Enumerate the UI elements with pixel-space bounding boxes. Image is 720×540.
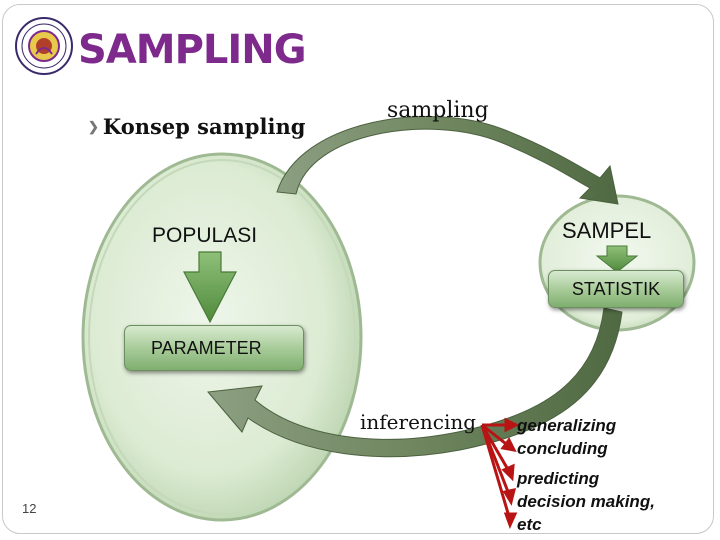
statistik-box: STATISTIK bbox=[548, 270, 684, 308]
inferencing-curve-arrow bbox=[207, 307, 623, 458]
outcome-decision-making: decision making, bbox=[517, 492, 655, 511]
outcomes-group-1: generalizing concluding bbox=[517, 414, 616, 460]
slide-title: SAMPLING bbox=[78, 27, 307, 73]
sampel-down-arrow bbox=[595, 245, 639, 273]
outcome-concluding: concluding bbox=[517, 439, 608, 458]
sampel-label: SAMPEL bbox=[562, 218, 652, 243]
inferencing-label: inferencing bbox=[360, 410, 477, 434]
outcome-predicting: predicting bbox=[517, 469, 600, 488]
university-logo bbox=[15, 17, 73, 75]
population-circle-rim bbox=[88, 159, 356, 515]
statistik-label: STATISTIK bbox=[571, 278, 661, 299]
populasi-label: POPULASI bbox=[152, 224, 258, 247]
bullet-text: Konsep sampling bbox=[102, 114, 306, 139]
parameter-label: PARAMETER bbox=[151, 337, 262, 358]
outcome-etc: etc bbox=[517, 515, 542, 534]
slide-frame bbox=[2, 4, 714, 534]
sampling-label: sampling bbox=[387, 98, 489, 123]
bullet-konsep-sampling: ❯Konsep sampling bbox=[88, 114, 305, 139]
parameter-box: PARAMETER bbox=[124, 325, 304, 371]
populasi-down-arrow bbox=[183, 251, 237, 324]
outcome-generalizing: generalizing bbox=[517, 416, 617, 435]
outcome-red-arrows bbox=[480, 417, 520, 529]
outcomes-group-2: predicting decision making, etc bbox=[517, 467, 655, 536]
bullet-arrow-icon: ❯ bbox=[88, 120, 99, 135]
page-number: 12 bbox=[22, 501, 37, 516]
sampling-curve-arrow bbox=[276, 116, 619, 205]
